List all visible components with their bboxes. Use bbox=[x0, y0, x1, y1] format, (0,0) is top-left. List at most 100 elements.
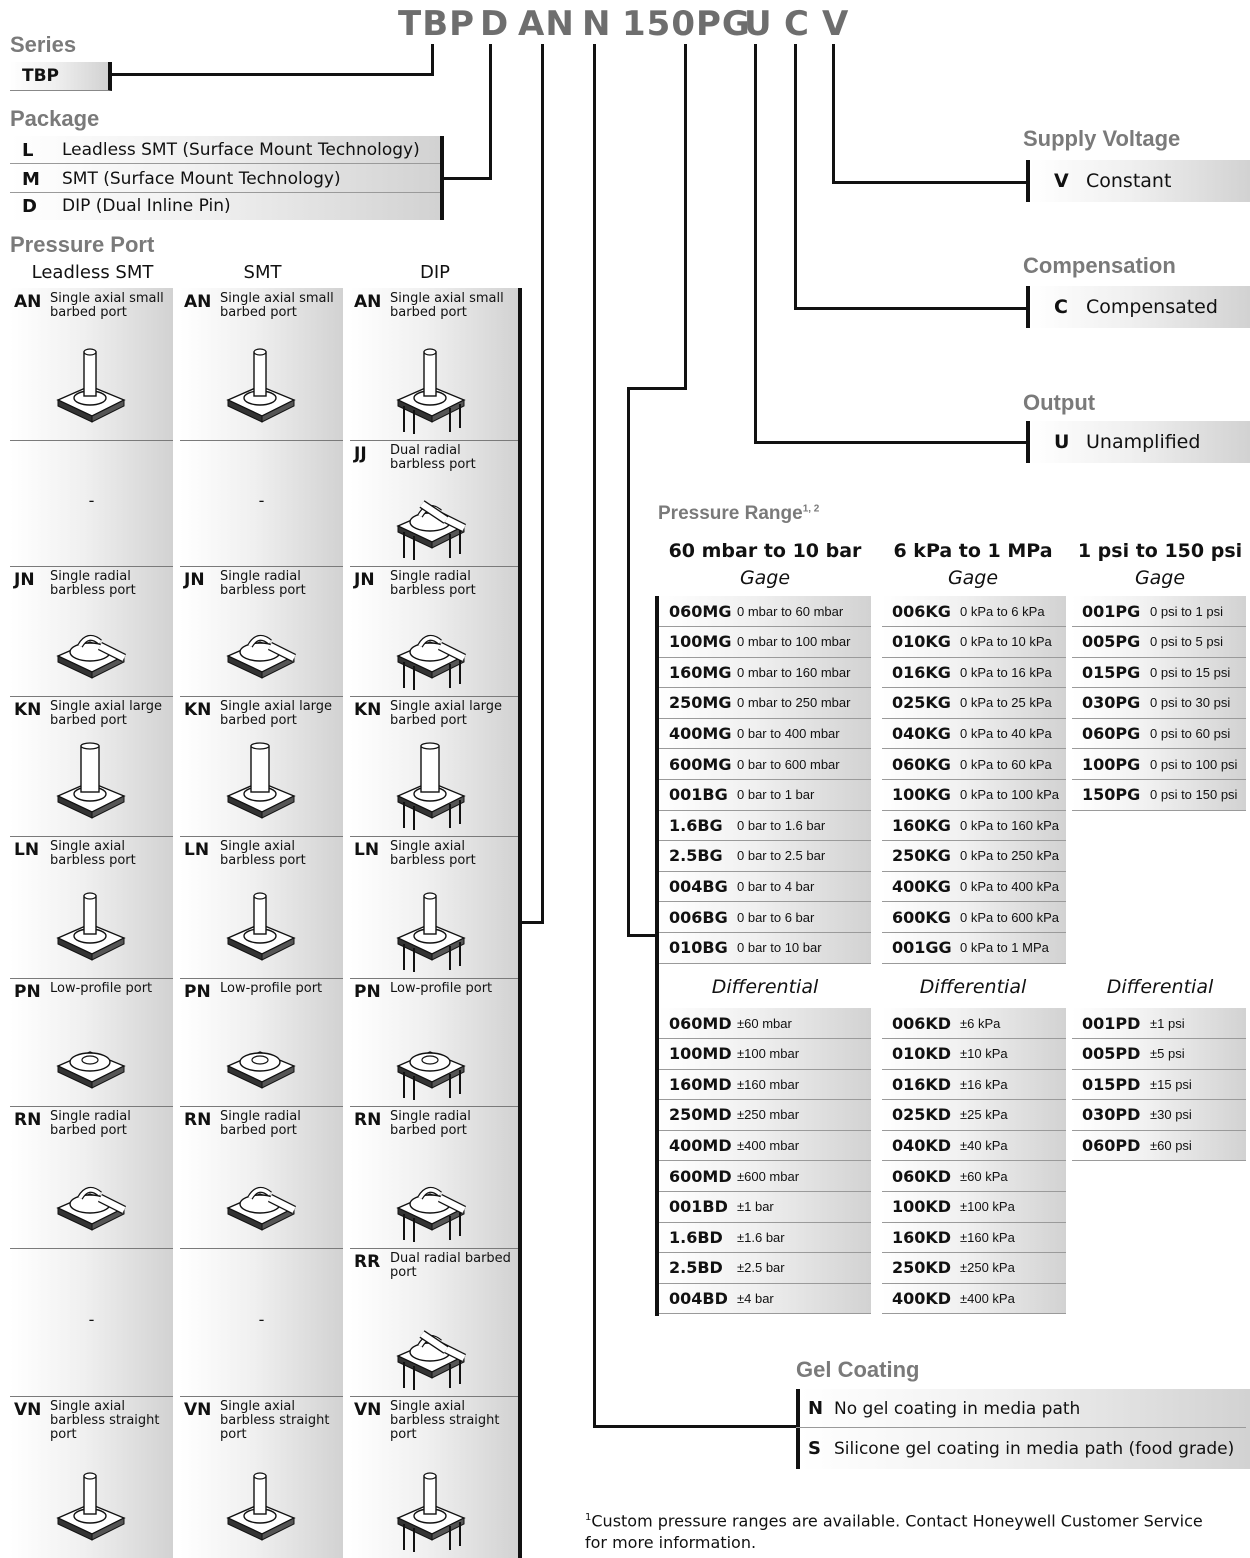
supply-voltage-label: Constant bbox=[1086, 170, 1172, 192]
range-row-differential: 001BD±1 bar bbox=[659, 1192, 871, 1223]
range-code: 160MD bbox=[669, 1074, 732, 1094]
connector-package-h bbox=[440, 177, 492, 180]
port-code: VN bbox=[184, 1400, 212, 1420]
port-description: Single radial barbless port bbox=[50, 569, 136, 598]
range-row-differential: 160MD±160 mbar bbox=[659, 1069, 871, 1101]
range-code: 006KD bbox=[892, 1013, 952, 1033]
range-value: 0 psi to 100 psi bbox=[1150, 756, 1238, 772]
package-code: D bbox=[22, 195, 37, 217]
range-value: ±16 kPa bbox=[960, 1076, 1008, 1092]
port-cell-smt: - bbox=[180, 440, 343, 567]
footnote-1-line1: Custom pressure ranges are available. Co… bbox=[591, 1511, 1203, 1531]
connector-series-v bbox=[431, 44, 434, 76]
port-code: AN bbox=[14, 292, 42, 312]
range-code: 004BD bbox=[669, 1288, 728, 1308]
range-value: ±1 psi bbox=[1150, 1015, 1185, 1031]
port-unavailable: - bbox=[258, 1310, 265, 1329]
package-heading: Package bbox=[10, 106, 100, 131]
range-value: ±40 kPa bbox=[960, 1137, 1008, 1153]
range-code: 600MD bbox=[669, 1166, 732, 1186]
range-code: 040KD bbox=[892, 1135, 952, 1155]
port-description: Single radial barbless port bbox=[390, 569, 476, 598]
range-row-differential: 250KD±250 kPa bbox=[882, 1253, 1066, 1284]
compensation-code: C bbox=[1054, 296, 1068, 318]
sensor-illustration bbox=[396, 742, 466, 830]
sensor-illustration bbox=[396, 634, 467, 690]
range-code: 001BD bbox=[669, 1197, 728, 1217]
range-value: ±60 mbar bbox=[737, 1015, 792, 1031]
range-gage-label: Gage bbox=[1134, 567, 1186, 589]
sensor-illustration bbox=[396, 1330, 467, 1390]
range-code: 400KD bbox=[892, 1288, 952, 1308]
range-code: 030PD bbox=[1082, 1105, 1141, 1125]
range-group-header: 6 kPa to 1 MPa bbox=[893, 540, 1053, 562]
port-description: Single radial barbless port bbox=[220, 569, 306, 598]
port-cell-leadless: - bbox=[10, 1248, 173, 1397]
range-value: ±400 kPa bbox=[960, 1290, 1015, 1306]
range-value: 0 kPa to 400 kPa bbox=[960, 878, 1060, 894]
sensor-illustration bbox=[56, 1472, 126, 1541]
port-description: Low-profile port bbox=[220, 981, 323, 996]
range-value: ±100 mbar bbox=[737, 1046, 800, 1062]
range-code: 160KD bbox=[892, 1227, 952, 1247]
range-value: 0 bar to 10 bar bbox=[737, 940, 822, 956]
range-row-differential: 250MD±250 mbar bbox=[659, 1100, 871, 1131]
range-code: 006KG bbox=[892, 601, 951, 621]
range-code: 400MD bbox=[669, 1135, 732, 1155]
model-code-gel: N bbox=[582, 4, 612, 44]
range-value: 0 kPa to 250 kPa bbox=[960, 848, 1060, 864]
range-gage-box bbox=[1072, 596, 1246, 811]
port-code: RN bbox=[354, 1110, 382, 1130]
gel-label: No gel coating in media path bbox=[834, 1398, 1081, 1419]
sensor-illustration bbox=[56, 742, 126, 819]
range-value: 0 psi to 1 psi bbox=[1150, 603, 1223, 619]
range-value: ±30 psi bbox=[1150, 1107, 1192, 1123]
package-item-m: M SMT (Surface Mount Technology) bbox=[10, 166, 440, 193]
range-code: 001PG bbox=[1082, 601, 1141, 621]
range-differential-label: Differential bbox=[711, 976, 819, 998]
port-code: PN bbox=[184, 982, 211, 1002]
range-code: 060MD bbox=[669, 1013, 732, 1033]
port-code: LN bbox=[14, 840, 40, 860]
range-value: ±10 kPa bbox=[960, 1046, 1008, 1062]
port-code: VN bbox=[354, 1400, 382, 1420]
port-unavailable: - bbox=[88, 491, 95, 510]
sensor-illustration bbox=[396, 1186, 467, 1242]
range-value: 0 bar to 4 bar bbox=[737, 878, 815, 894]
range-code: 1.6BD bbox=[669, 1227, 723, 1247]
port-description: Dual radial barbed port bbox=[390, 1251, 511, 1280]
connector-range-h1 bbox=[627, 387, 687, 390]
range-value: ±5 psi bbox=[1150, 1046, 1185, 1062]
range-value: ±15 psi bbox=[1150, 1076, 1192, 1092]
range-code: 100PG bbox=[1082, 754, 1141, 774]
range-code: 010KD bbox=[892, 1044, 952, 1064]
port-description: Dual radial barbless port bbox=[390, 443, 476, 472]
model-code-output: U bbox=[744, 4, 773, 44]
range-code: 250MG bbox=[669, 693, 732, 713]
port-code: AN bbox=[184, 292, 212, 312]
range-code: 250KD bbox=[892, 1258, 952, 1278]
port-description: Single axial small barbed port bbox=[220, 291, 334, 320]
sensor-illustration bbox=[396, 1051, 466, 1100]
range-code: 005PD bbox=[1082, 1044, 1141, 1064]
range-row-differential: 100MD±100 mbar bbox=[659, 1039, 871, 1070]
